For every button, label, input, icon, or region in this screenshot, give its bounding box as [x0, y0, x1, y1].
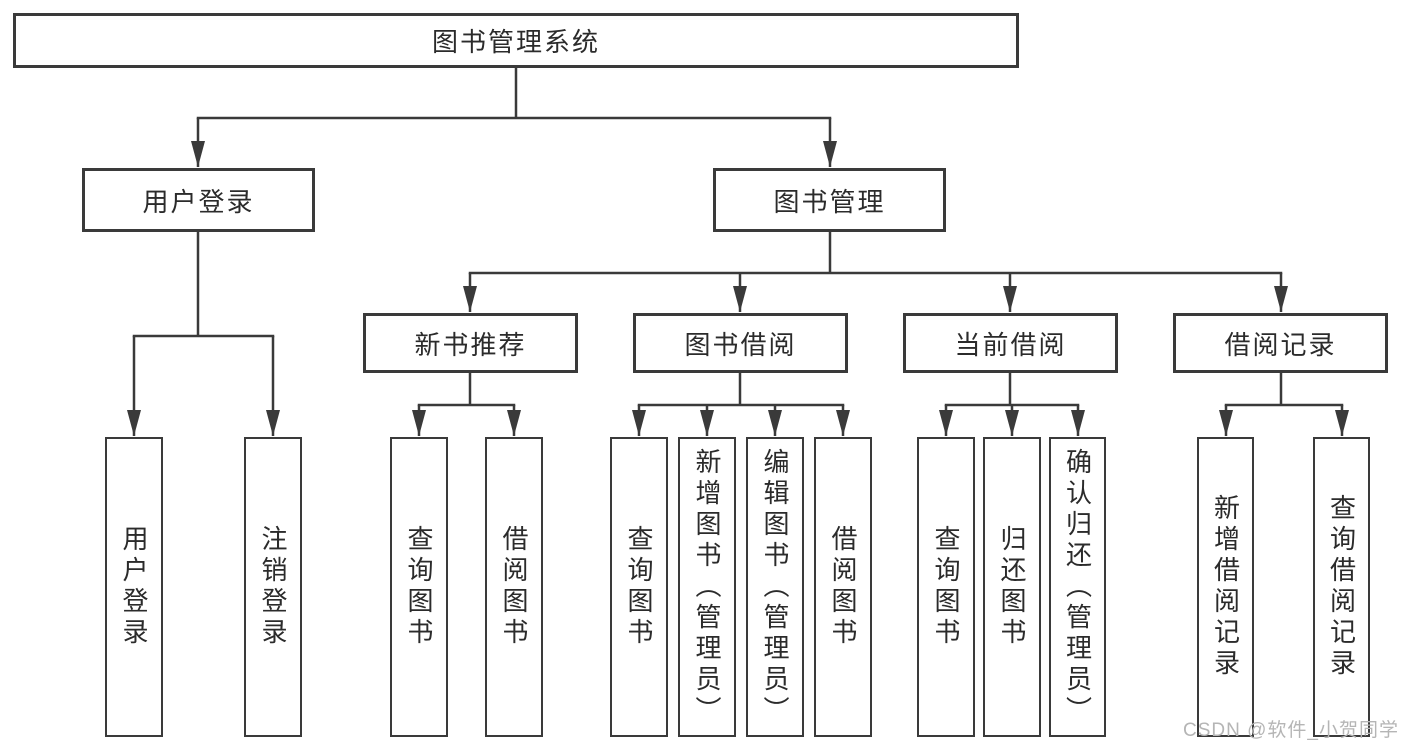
leaf-query-borrow-record-label: 查询借阅记录 — [1326, 494, 1357, 680]
connector-book-borrow-branch — [632, 373, 850, 436]
node-borrow-records-label: 借阅记录 — [1224, 329, 1337, 360]
node-current-borrow: 当前借阅 — [903, 313, 1118, 373]
node-book-management-label: 图书管理 — [773, 186, 886, 217]
node-root-label: 图书管理系统 — [431, 27, 600, 57]
leaf-borrow-books-recommend: 借阅图书 — [485, 437, 543, 737]
leaf-query-books-recommend: 查询图书 — [390, 437, 448, 737]
leaf-confirm-return-admin: 确认归还（管理员） — [1049, 437, 1106, 737]
leaf-logout: 注销登录 — [244, 437, 302, 737]
leaf-borrow-books-label: 借阅图书 — [828, 525, 858, 649]
node-root: 图书管理系统 — [13, 13, 1019, 68]
leaf-edit-books-admin-label: 编辑图书（管理员） — [760, 447, 790, 727]
leaf-query-books-borrow-label: 查询图书 — [624, 525, 654, 649]
leaf-user-login-label: 用户登录 — [119, 525, 149, 649]
leaf-query-books-current-label: 查询图书 — [931, 525, 961, 649]
node-user-login: 用户登录 — [82, 168, 315, 232]
node-borrow-records: 借阅记录 — [1173, 313, 1388, 373]
connector-new-book-branch — [412, 373, 521, 436]
node-book-management: 图书管理 — [713, 168, 946, 232]
connector-borrow-records-branch — [1219, 373, 1349, 436]
node-current-borrow-label: 当前借阅 — [954, 329, 1067, 360]
leaf-logout-label: 注销登录 — [258, 525, 288, 649]
leaf-add-borrow-record-label: 新增借阅记录 — [1210, 494, 1241, 680]
node-new-book-recommend-label: 新书推荐 — [414, 329, 527, 360]
connector-book-management-branch — [463, 232, 1288, 312]
node-book-borrow: 图书借阅 — [633, 313, 848, 373]
connector-user-login-branch — [127, 232, 280, 436]
watermark: CSDN @软件_小贺同学 — [1183, 720, 1399, 741]
leaf-borrow-books-recommend-label: 借阅图书 — [499, 525, 529, 649]
leaf-return-books-label: 归还图书 — [997, 525, 1027, 649]
leaf-edit-books-admin: 编辑图书（管理员） — [746, 437, 804, 737]
leaf-add-books-admin-label: 新增图书（管理员） — [692, 447, 722, 727]
node-user-login-label: 用户登录 — [142, 186, 255, 217]
connector-current-borrow-branch — [939, 373, 1085, 436]
leaf-query-books-recommend-label: 查询图书 — [404, 525, 434, 649]
leaf-query-books-current: 查询图书 — [917, 437, 975, 737]
leaf-add-borrow-record: 新增借阅记录 — [1197, 437, 1254, 737]
leaf-query-borrow-record: 查询借阅记录 — [1313, 437, 1370, 737]
leaf-borrow-books: 借阅图书 — [814, 437, 872, 737]
leaf-query-books-borrow: 查询图书 — [610, 437, 668, 737]
leaf-confirm-return-admin-label: 确认归还（管理员） — [1062, 447, 1093, 727]
node-new-book-recommend: 新书推荐 — [363, 313, 578, 373]
leaf-user-login: 用户登录 — [105, 437, 163, 737]
leaf-add-books-admin: 新增图书（管理员） — [678, 437, 736, 737]
connector-root-branch — [191, 68, 837, 167]
node-book-borrow-label: 图书借阅 — [684, 329, 797, 360]
leaf-return-books: 归还图书 — [983, 437, 1041, 737]
